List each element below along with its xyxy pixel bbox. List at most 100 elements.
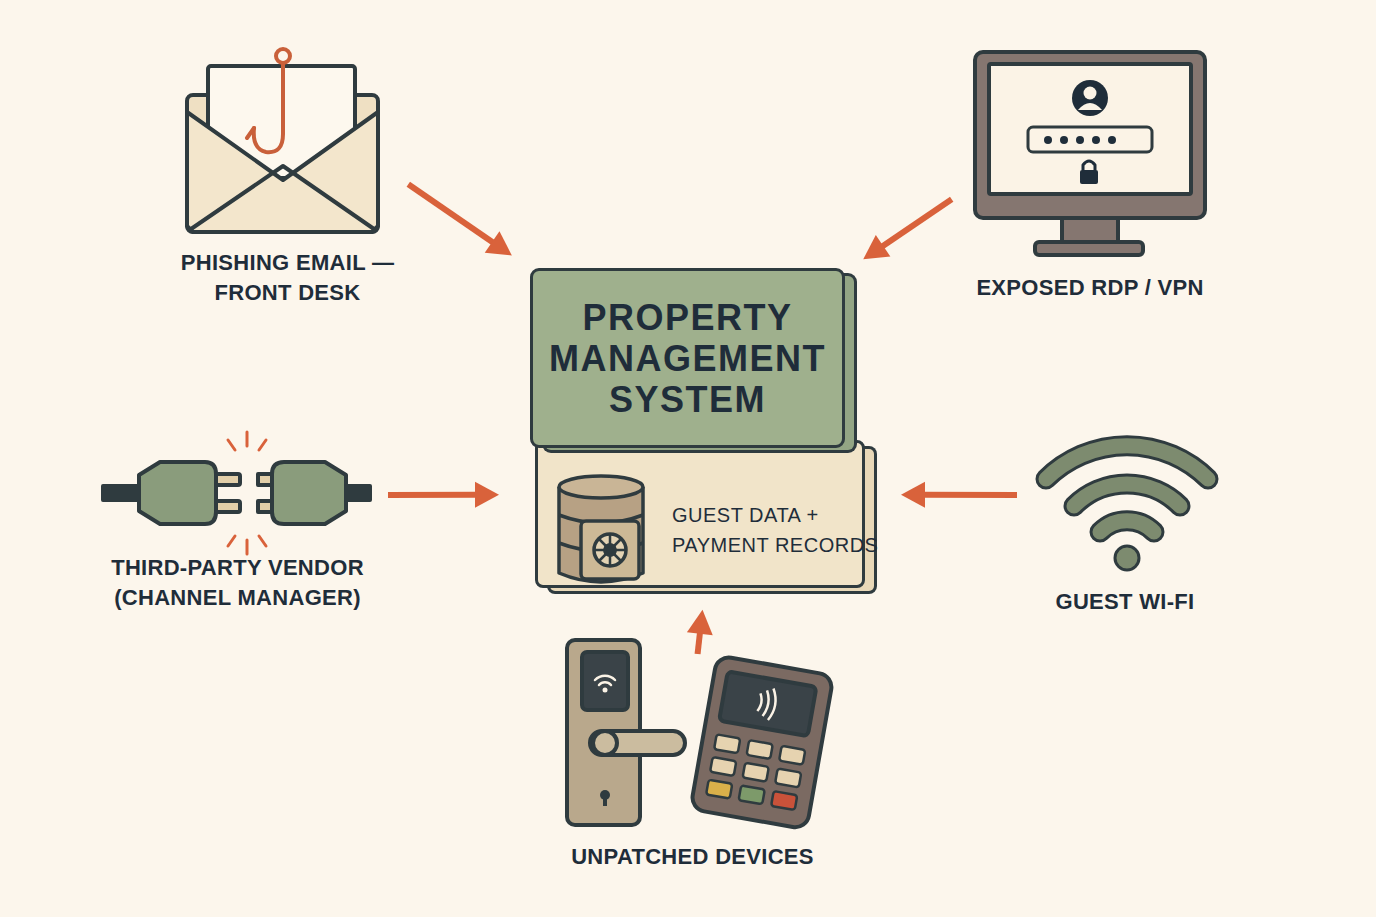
vendor-plug-icon (216, 474, 240, 485)
login-monitor-icon (989, 64, 1191, 194)
spark-lines (259, 440, 266, 450)
card-terminal-icon (779, 746, 805, 765)
card-terminal-icon (706, 780, 732, 799)
card-terminal-icon (714, 734, 740, 753)
card-terminal-icon (771, 791, 797, 810)
card-terminal-icon (743, 763, 769, 782)
login-monitor-icon (1080, 170, 1098, 184)
database-safe-icon (559, 476, 643, 582)
card-terminal-icon (768, 689, 778, 721)
arrow-line (388, 492, 477, 498)
spark-lines (228, 432, 266, 554)
node-label: GUEST DATA + PAYMENT RECORDS (672, 500, 887, 560)
data-store-box: GUEST DATA + PAYMENT RECORDS (535, 440, 865, 588)
login-monitor-icon (1108, 136, 1116, 144)
card-terminal-icon (710, 757, 736, 776)
door-lock-icon (590, 731, 685, 755)
vendor-plug-icon (139, 462, 216, 524)
door-lock-icon (603, 797, 607, 806)
fish-hook-symbol (254, 63, 283, 152)
fish-hook-symbol (276, 49, 290, 63)
login-monitor-icon (1083, 161, 1095, 170)
system-box: PROPERTY MANAGEMENT SYSTEM (530, 268, 845, 448)
database-safe-icon (605, 545, 615, 555)
login-monitor-icon (1028, 127, 1152, 152)
spark-lines (246, 540, 249, 554)
database-safe-icon (581, 521, 639, 579)
card-terminal-icon (706, 734, 805, 810)
login-monitor-icon (1084, 87, 1097, 100)
attack-arrow (687, 610, 713, 654)
login-monitor-icon (1044, 136, 1052, 144)
vendor-plug-icon (258, 474, 272, 485)
vendor-plug-icon (272, 462, 346, 524)
wifi-icon (1046, 446, 1208, 532)
attack-vector-node: GUEST WI-FI (1025, 430, 1225, 620)
attack-arrow (901, 482, 1017, 508)
wifi-icon (1046, 446, 1208, 532)
wifi-icon (1074, 484, 1180, 506)
vendor-plug-icon (103, 486, 139, 500)
arrow-line (408, 184, 493, 243)
login-monitor-icon (975, 52, 1205, 218)
card-terminal-icon (690, 655, 833, 829)
fish-hook-symbol (247, 49, 290, 152)
door-lock-icon (593, 731, 617, 755)
wifi-icon (1100, 521, 1154, 532)
card-terminal-icon (690, 655, 833, 829)
vendor-plug-icon (216, 501, 240, 512)
card-terminal-icon (756, 686, 778, 720)
vendor-plug-icon (346, 486, 370, 500)
attack-vector-node: UNPATCHED DEVICES (555, 660, 830, 875)
attack-arrow (408, 184, 512, 255)
arrow-head (863, 235, 890, 259)
card-terminal-icon (775, 768, 801, 787)
card-terminal-icon (757, 693, 763, 711)
arrow-head (901, 482, 925, 508)
login-monitor-icon (1060, 136, 1068, 144)
database-safe-icon (594, 534, 626, 566)
wifi-icon (1074, 484, 1180, 506)
card-terminal-icon (719, 671, 816, 736)
card-terminal-icon (763, 690, 771, 716)
attack-arrow (863, 199, 951, 259)
wifi-icon (1046, 446, 1208, 570)
card-terminal-icon (739, 785, 765, 804)
spark-lines (259, 536, 266, 546)
node-label: PROPERTY MANAGEMENT SYSTEM (543, 297, 833, 420)
arrow-line (923, 492, 1017, 498)
database-safe-icon (559, 487, 643, 582)
door-lock-icon (599, 682, 611, 685)
login-monitor-icon (1092, 136, 1100, 144)
door-lock-icon (567, 640, 685, 825)
attack-vector-node: PHISHING EMAIL — FRONT DESK (170, 45, 405, 310)
node-label: EXPOSED RDP / VPN (955, 273, 1225, 303)
database-safe-icon (605, 545, 615, 555)
node-label: PHISHING EMAIL — FRONT DESK (170, 248, 405, 308)
arrow-line (698, 632, 700, 654)
wifi-icon (1100, 521, 1154, 532)
arrow-head (687, 610, 713, 635)
login-monitor-icon (1035, 242, 1143, 255)
database-safe-icon (559, 476, 643, 498)
phishing-envelope-icon (191, 166, 374, 229)
login-monitor-icon (1044, 136, 1116, 144)
wifi-icon (1115, 546, 1139, 570)
door-lock-icon (603, 688, 608, 693)
vendor-plug-icon (258, 501, 272, 512)
login-monitor-icon (1076, 136, 1084, 144)
fish-hook-symbol (247, 128, 254, 138)
arrow-head (475, 482, 499, 508)
door-lock-icon (595, 676, 615, 680)
database-safe-icon (594, 534, 626, 566)
database-safe-icon (555, 473, 651, 589)
card-terminal-icon (747, 740, 773, 759)
vendor-plug-icon (103, 432, 370, 554)
arrow-line (881, 199, 951, 247)
node-label: GUEST WI-FI (1025, 587, 1225, 617)
spark-lines (228, 440, 235, 450)
door-lock-icon (595, 676, 615, 685)
door-lock-icon (582, 652, 628, 710)
node-label: THIRD-PARTY VENDOR (CHANNEL MANAGER) (95, 553, 380, 613)
